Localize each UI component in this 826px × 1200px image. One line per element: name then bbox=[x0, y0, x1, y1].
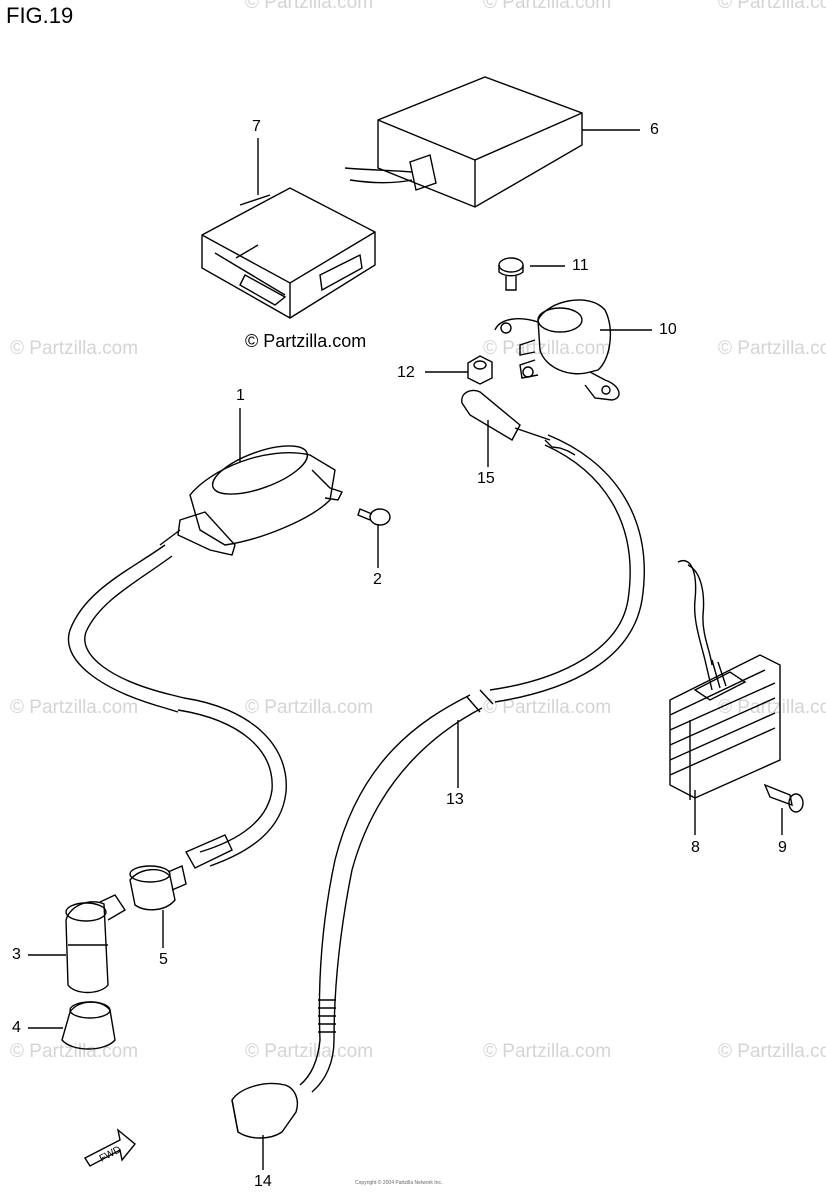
part-8-regulator bbox=[669, 559, 781, 800]
leader-lines bbox=[28, 129, 783, 1170]
watermark: © Partzilla.com bbox=[10, 697, 139, 718]
callout-13: 13 bbox=[446, 791, 464, 808]
watermark: © Partzilla.com bbox=[10, 338, 139, 359]
watermark: © Partzilla.com bbox=[718, 697, 826, 718]
part-7-igniter bbox=[201, 187, 376, 319]
callout-14: 14 bbox=[254, 1173, 272, 1190]
callout-3: 3 bbox=[12, 946, 21, 963]
part-9-screw bbox=[763, 783, 804, 813]
part-14-terminal-boot bbox=[231, 1039, 335, 1139]
callout-11: 11 bbox=[572, 257, 589, 274]
watermark: © Partzilla.com bbox=[718, 338, 826, 359]
watermark: © Partzilla.com bbox=[483, 697, 612, 718]
part-12-nut bbox=[467, 355, 493, 385]
callout-1: 1 bbox=[236, 387, 245, 404]
callout-10: 10 bbox=[659, 321, 677, 338]
callout-12: 12 bbox=[397, 364, 415, 381]
callout-7: 7 bbox=[252, 118, 261, 135]
copyright-text: Copyright © 2004 Partzilla Network Inc. bbox=[355, 1180, 443, 1186]
callout-2: 2 bbox=[373, 571, 382, 588]
figure-title: FIG.19 bbox=[6, 3, 74, 28]
watermark: © Partzilla.com bbox=[483, 0, 612, 13]
part-1-ignition-coil bbox=[159, 445, 343, 556]
watermark: © Partzilla.com bbox=[718, 1041, 826, 1062]
watermark: © Partzilla.com bbox=[718, 0, 826, 13]
callout-6: 6 bbox=[650, 121, 659, 138]
part-13-cable bbox=[318, 434, 645, 1041]
part-5-seal bbox=[129, 865, 187, 911]
callout-5: 5 bbox=[159, 951, 168, 968]
callout-8: 8 bbox=[691, 839, 700, 856]
brand-mark: © Partzilla.com bbox=[245, 331, 367, 351]
callout-4: 4 bbox=[12, 1019, 21, 1036]
part-15-terminal-cap bbox=[461, 389, 551, 441]
part-11-bolt bbox=[498, 257, 524, 291]
watermark: © Partzilla.com bbox=[245, 0, 374, 13]
part-3-plug-cap bbox=[65, 894, 126, 994]
part-10-starter-relay bbox=[494, 299, 620, 401]
callout-15: 15 bbox=[477, 470, 495, 487]
part-4-boot-cover bbox=[61, 1001, 116, 1050]
part-2-screw bbox=[357, 508, 391, 526]
part-6-cdi-unit bbox=[344, 76, 583, 208]
watermark: © Partzilla.com bbox=[245, 1041, 374, 1062]
plug-cable bbox=[67, 544, 287, 869]
watermark: © Partzilla.com bbox=[245, 697, 374, 718]
watermark: © Partzilla.com bbox=[483, 1041, 612, 1062]
watermark: © Partzilla.com bbox=[483, 338, 612, 359]
fwd-arrow-icon bbox=[84, 1128, 136, 1167]
callout-9: 9 bbox=[778, 839, 787, 856]
